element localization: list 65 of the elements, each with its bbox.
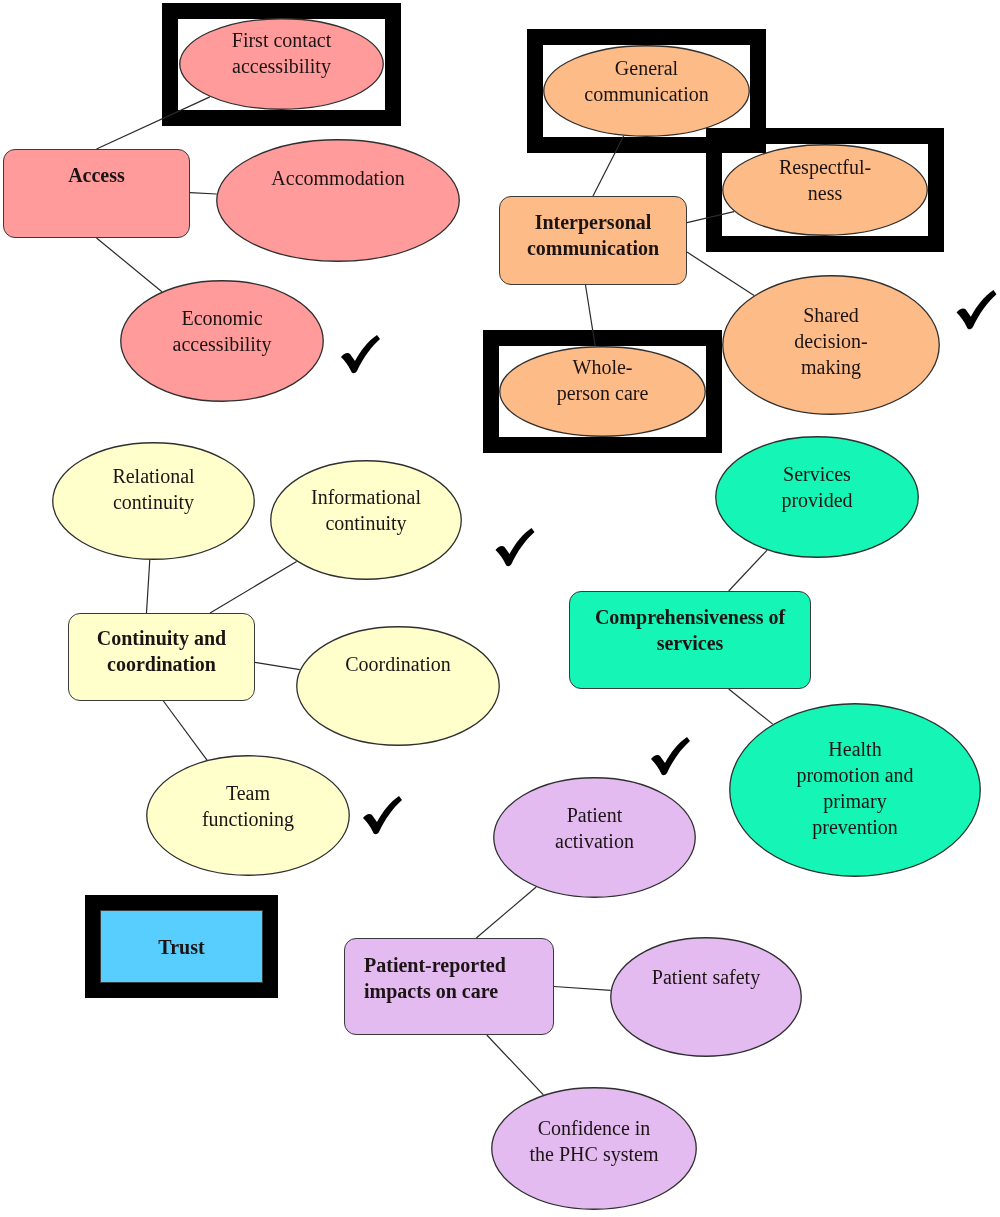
subtopic-ellipse bbox=[610, 937, 802, 1057]
highlight-frame bbox=[483, 330, 722, 453]
connector-line bbox=[553, 985, 612, 991]
subtopic-label: Shared decision-making bbox=[793, 303, 869, 380]
connector-line bbox=[592, 135, 625, 197]
subtopic-ellipse bbox=[722, 275, 940, 415]
connector-line bbox=[728, 688, 774, 725]
connector-line bbox=[95, 96, 211, 150]
subtopic-label: Coordination bbox=[345, 652, 451, 677]
topic-box bbox=[344, 938, 554, 1035]
connector-line bbox=[162, 700, 208, 761]
connector-line bbox=[686, 251, 755, 296]
topic-title: Trust bbox=[158, 934, 205, 960]
subtopic-label: Patient activation bbox=[554, 803, 635, 854]
subtopic-label: Informational continuity bbox=[310, 485, 422, 536]
subtopic-ellipse bbox=[270, 460, 462, 580]
connector-line bbox=[95, 237, 163, 293]
subtopic-label: Economic accessibility bbox=[171, 306, 273, 357]
subtopic-label: General communication bbox=[583, 56, 710, 107]
subtopic-label: Accommodation bbox=[271, 166, 405, 191]
subtopic-ellipse bbox=[715, 436, 919, 558]
subtopic-ellipse bbox=[722, 144, 928, 236]
subtopic-label: Team functioning bbox=[200, 781, 296, 832]
highlight-frame bbox=[527, 29, 766, 153]
connector-line bbox=[209, 560, 298, 614]
connector-line bbox=[189, 192, 218, 195]
subtopic-label: Health promotion and primary prevention bbox=[795, 737, 915, 840]
subtopic-ellipse bbox=[491, 1087, 697, 1210]
connector-line bbox=[145, 559, 151, 614]
subtopic-ellipse bbox=[499, 346, 706, 437]
connector-line bbox=[584, 284, 596, 347]
subtopic-label: Patient safety bbox=[651, 965, 761, 990]
subtopic-ellipse bbox=[146, 755, 350, 876]
connector-line bbox=[475, 886, 537, 939]
subtopic-ellipse bbox=[296, 626, 500, 746]
topic-title: Interpersonal communication bbox=[525, 210, 661, 261]
topic-box bbox=[100, 910, 263, 983]
subtopic-ellipse bbox=[543, 45, 750, 137]
topic-title: Continuity and coordination bbox=[95, 626, 228, 677]
subtopic-label: Respectful-ness bbox=[777, 155, 873, 206]
topic-box bbox=[499, 196, 687, 285]
connector-line bbox=[686, 211, 735, 224]
subtopic-label: Relational continuity bbox=[111, 464, 196, 515]
topic-box bbox=[68, 613, 255, 701]
topic-box bbox=[3, 149, 190, 238]
highlight-frame bbox=[706, 128, 944, 252]
connector-line bbox=[486, 1034, 544, 1096]
topic-title: Access bbox=[68, 163, 125, 188]
subtopic-ellipse bbox=[179, 18, 384, 110]
subtopic-label: Confidence in the PHC system bbox=[528, 1116, 660, 1167]
subtopic-ellipse bbox=[729, 703, 981, 877]
connector-line bbox=[254, 661, 301, 671]
subtopic-ellipse bbox=[216, 139, 460, 262]
connector-line bbox=[728, 549, 768, 592]
highlight-frame bbox=[85, 895, 278, 998]
highlight-frame bbox=[162, 3, 401, 126]
subtopic-label: First contact accessibility bbox=[230, 28, 333, 79]
topic-title: Patient-reported impacts on care bbox=[364, 953, 507, 1004]
subtopic-label: Whole-person care bbox=[555, 355, 650, 406]
subtopic-ellipse bbox=[120, 280, 324, 402]
topic-box bbox=[569, 591, 811, 689]
topic-title: Comprehensiveness of services bbox=[593, 605, 787, 656]
subtopic-label: Services provided bbox=[780, 462, 854, 513]
subtopic-ellipse bbox=[52, 442, 255, 560]
subtopic-ellipse bbox=[493, 777, 696, 898]
